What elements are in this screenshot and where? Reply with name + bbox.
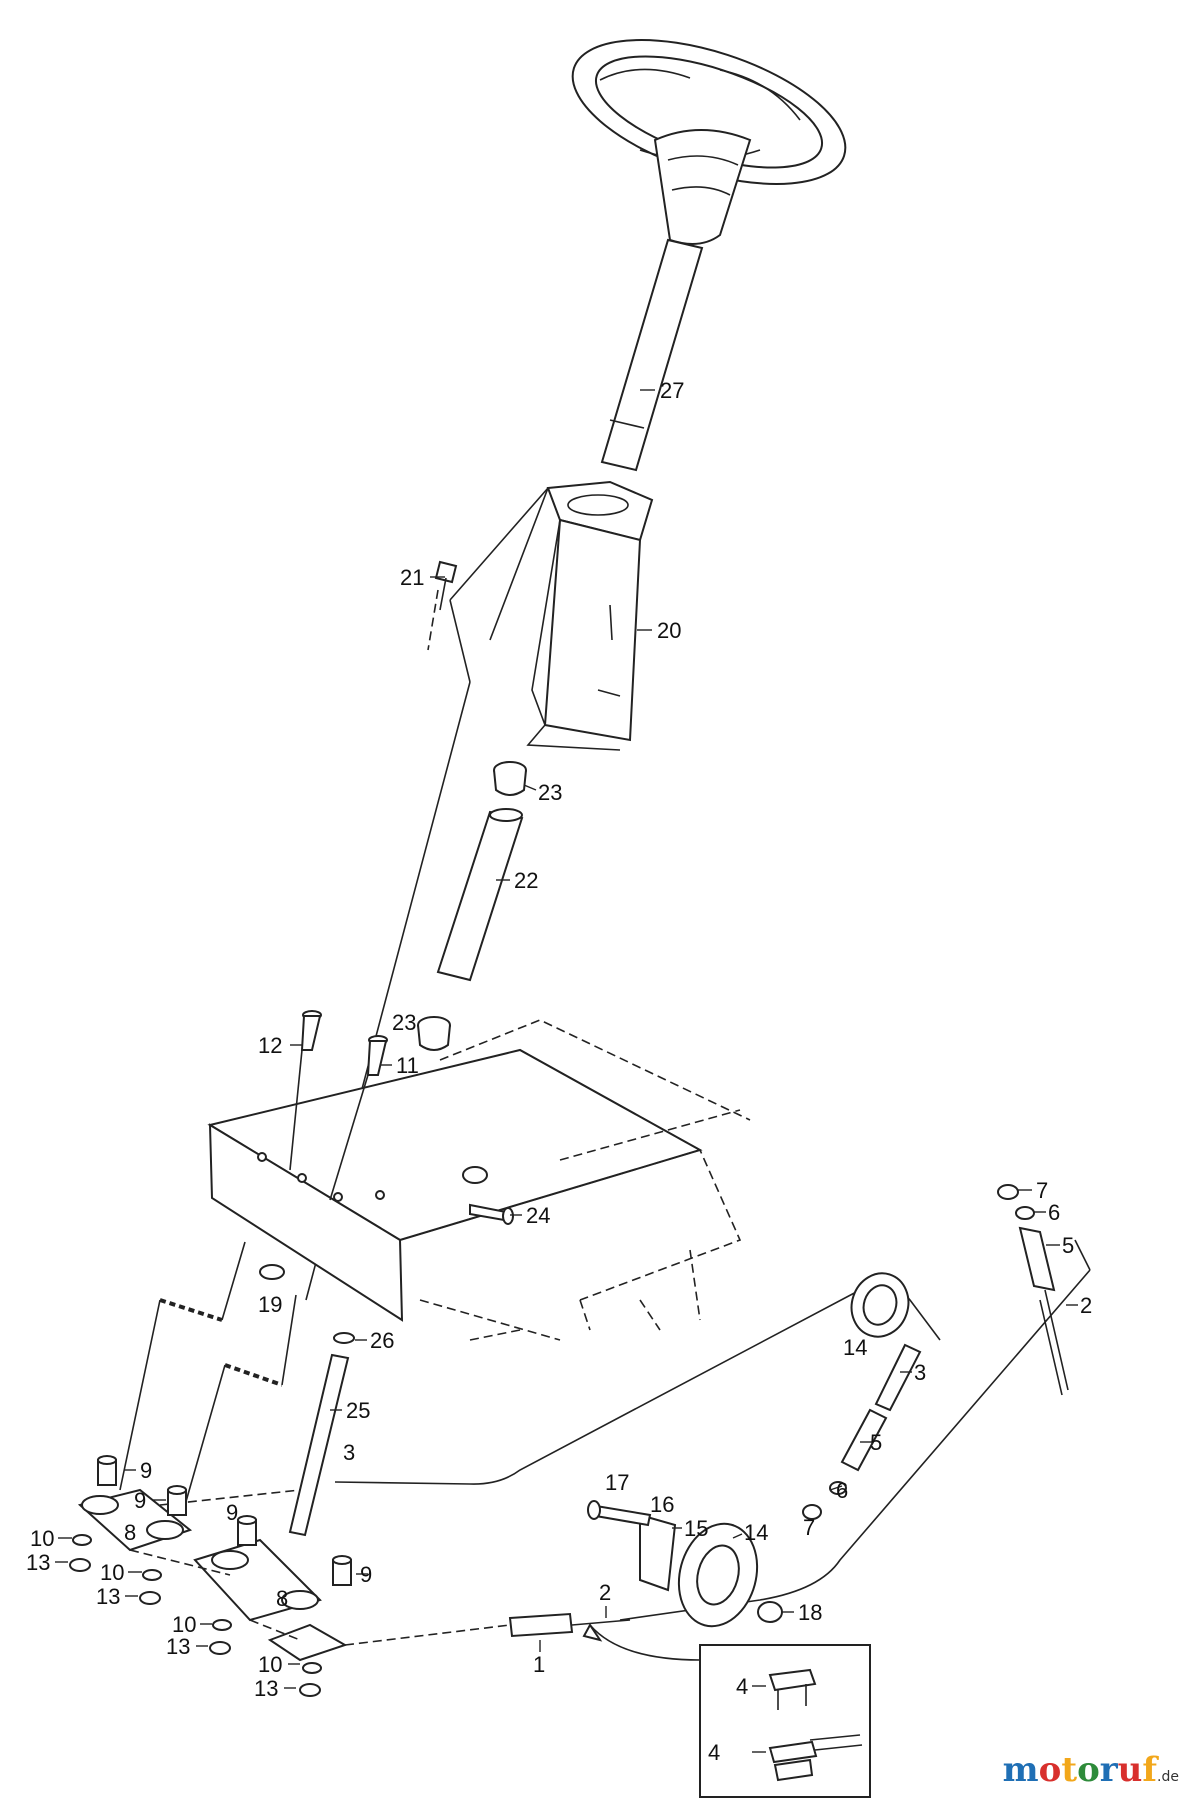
callout: 11 xyxy=(396,1053,419,1078)
callout: 20 xyxy=(657,618,681,643)
pulley-upper xyxy=(850,1272,910,1338)
callout: 14 xyxy=(744,1520,768,1545)
callout: 13 xyxy=(254,1676,278,1701)
spacer-9d xyxy=(332,1555,352,1586)
bracket-16 xyxy=(639,1513,677,1592)
nut-21 xyxy=(259,1264,285,1280)
steering-wheel xyxy=(571,39,847,245)
callout: 3 xyxy=(914,1360,926,1385)
chassis-frame xyxy=(207,1019,751,1341)
callout: 9 xyxy=(140,1458,152,1483)
tube xyxy=(436,808,524,982)
reference-line xyxy=(159,1298,223,1322)
callout: 9 xyxy=(360,1562,372,1587)
callout: 10 xyxy=(258,1652,282,1677)
bolt-12 xyxy=(289,1010,322,1171)
callout-labels: 27 20 21 23 22 23 12 11 24 19 26 25 3 9 … xyxy=(26,378,1092,1765)
brand-watermark: motoruf.de xyxy=(1003,1750,1179,1790)
cable xyxy=(1074,1239,1091,1271)
callout: 9 xyxy=(226,1500,238,1525)
pulley-lower xyxy=(677,1522,783,1628)
bolt-24 xyxy=(469,1203,514,1225)
callout: 13 xyxy=(96,1584,120,1609)
callout: 6 xyxy=(1048,1200,1060,1225)
callout: 2 xyxy=(599,1580,611,1605)
callout: 8 xyxy=(124,1520,136,1545)
reference-line xyxy=(344,1624,511,1646)
callout: 4 xyxy=(708,1740,720,1765)
callout: 25 xyxy=(346,1398,370,1423)
callout: 13 xyxy=(26,1550,50,1575)
spacer-9a xyxy=(97,1455,117,1486)
brand-letter: m xyxy=(1002,1750,1039,1790)
bolt-11 xyxy=(329,1035,388,1201)
screw-20 xyxy=(434,560,458,611)
callout: 5 xyxy=(870,1430,882,1455)
steering-shaft xyxy=(600,238,704,472)
brand-letter: o xyxy=(1077,1750,1100,1790)
callout: 8 xyxy=(276,1586,288,1611)
callout: 16 xyxy=(650,1492,674,1517)
washers-and-nuts xyxy=(69,1534,322,1697)
callout: 10 xyxy=(172,1612,196,1637)
callout: 23 xyxy=(392,1010,416,1035)
spacer-9c xyxy=(237,1515,257,1546)
callout: 22 xyxy=(514,868,538,893)
callout: 5 xyxy=(1062,1233,1074,1258)
brand-letter: o xyxy=(1038,1750,1062,1790)
callout: 17 xyxy=(605,1470,629,1495)
callout: 18 xyxy=(798,1600,822,1625)
callout: 27 xyxy=(660,378,684,403)
spring-right xyxy=(997,1184,1069,1396)
callout: 10 xyxy=(100,1560,124,1585)
spring-upper xyxy=(802,1343,922,1520)
callout: 3 xyxy=(343,1440,355,1465)
callout: 1 xyxy=(533,1652,545,1677)
steering-bracket xyxy=(489,480,654,751)
brand-letter: t xyxy=(1061,1750,1078,1790)
reference-line xyxy=(449,487,549,683)
callout: 12 xyxy=(258,1033,282,1058)
linkage-plate-left xyxy=(77,1488,193,1552)
callout: 2 xyxy=(1080,1293,1092,1318)
callout: 7 xyxy=(803,1515,815,1540)
drag-link-joint xyxy=(508,1612,631,1638)
brand-letter: f xyxy=(1142,1750,1158,1790)
callout: 24 xyxy=(526,1203,550,1228)
callout: 15 xyxy=(684,1516,708,1541)
washer-26 xyxy=(333,1332,355,1344)
callout: 14 xyxy=(843,1335,867,1360)
pivot-shaft xyxy=(288,1353,350,1537)
callout: 9 xyxy=(134,1488,146,1513)
detail-inset xyxy=(582,1623,871,1798)
reference-line xyxy=(224,1363,283,1387)
callout: 7 xyxy=(1036,1178,1048,1203)
callout: 6 xyxy=(836,1478,848,1503)
bushing-lower xyxy=(417,1016,451,1051)
bushing-upper xyxy=(493,761,527,796)
brand-letter: r xyxy=(1099,1750,1118,1790)
callout: 13 xyxy=(166,1634,190,1659)
callout: 23 xyxy=(538,780,562,805)
callout: 19 xyxy=(258,1292,282,1317)
brand-letter: u xyxy=(1117,1750,1143,1790)
spacer-9b xyxy=(167,1485,187,1516)
reference-line xyxy=(129,1489,301,1641)
callout: 26 xyxy=(370,1328,394,1353)
bolt-17 xyxy=(587,1500,652,1527)
callout: 4 xyxy=(736,1674,748,1699)
reference-line xyxy=(119,1241,297,1506)
reference-line xyxy=(427,589,439,651)
callout: 21 xyxy=(400,565,424,590)
brand-suffix: .de xyxy=(1157,1769,1179,1785)
callout: 10 xyxy=(30,1526,54,1551)
